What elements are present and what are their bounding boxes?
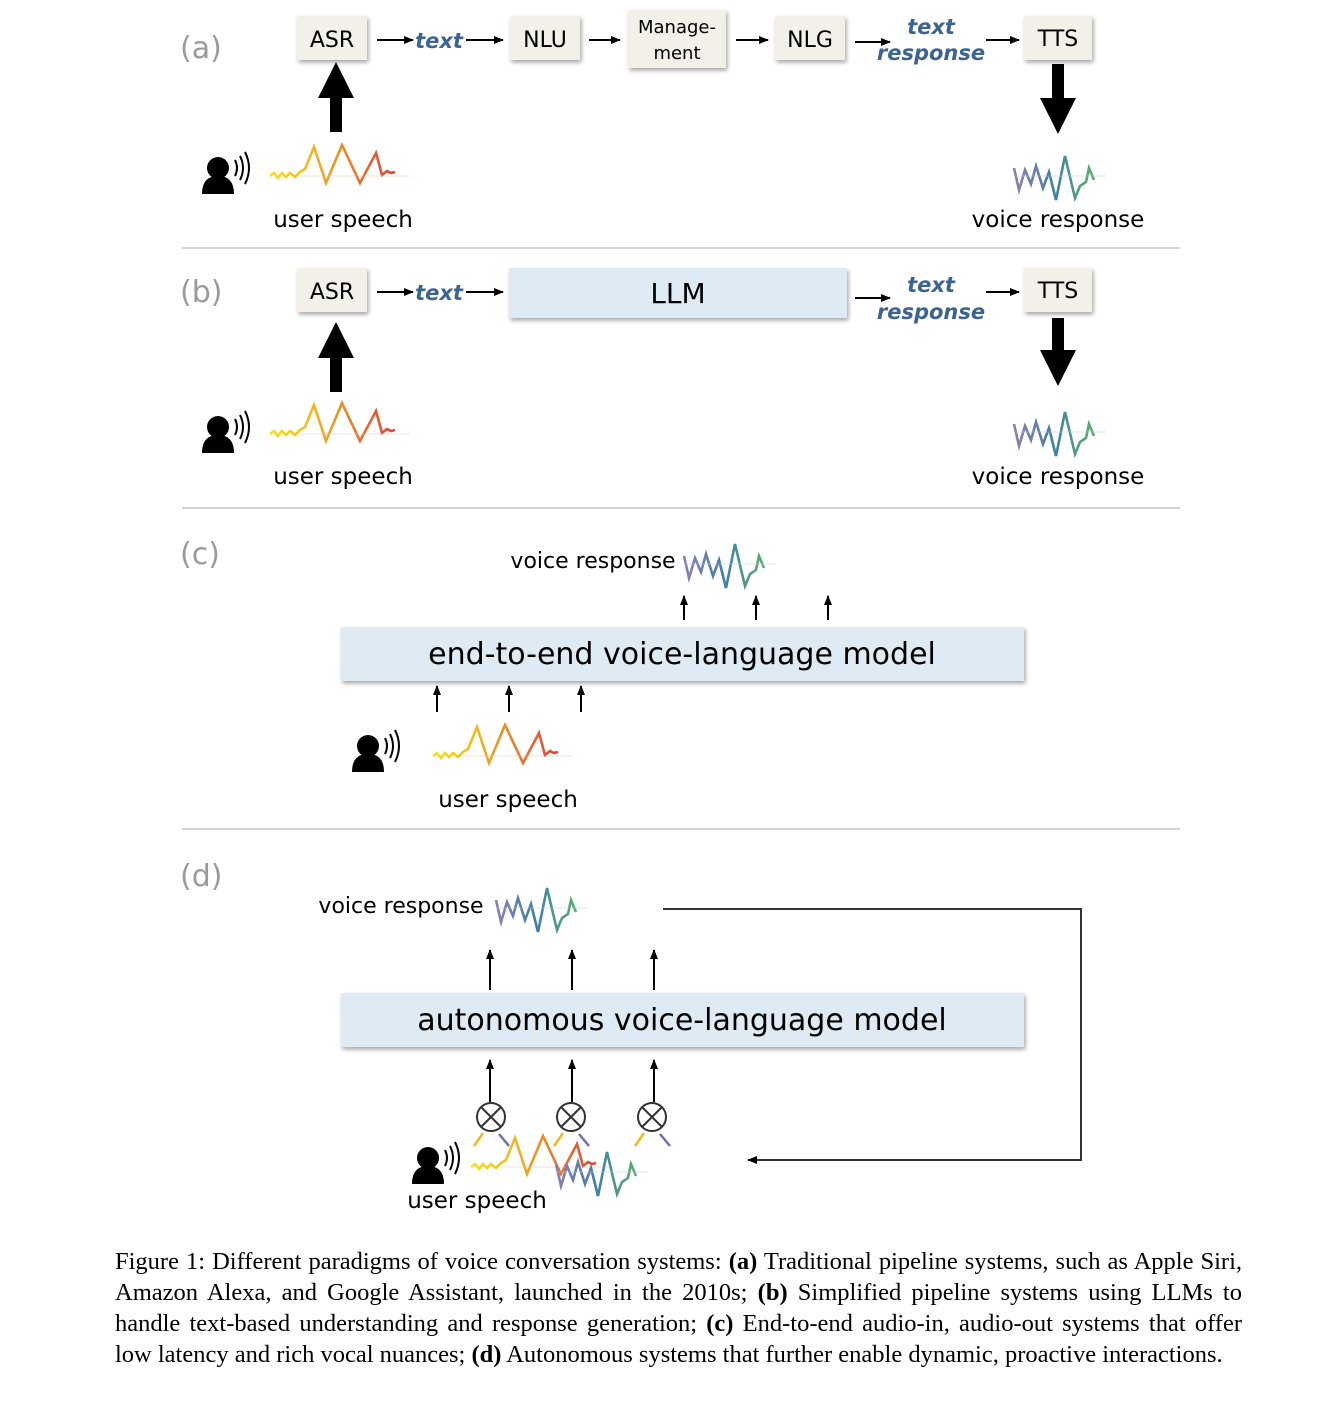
caption-tag-a: (a) — [728, 1248, 758, 1275]
voice-response-wave — [1012, 410, 1108, 458]
panel-c-label: (c) — [180, 537, 220, 572]
text-response-line2: response — [877, 300, 985, 324]
panel-b: (b) ASR text LLM text response TTS user … — [180, 268, 1144, 490]
caption-prefix: Figure 1: Different paradigms of voice c… — [115, 1248, 729, 1275]
user-speech-label: user speech — [273, 464, 413, 490]
big-up-arrow — [318, 62, 354, 132]
panel-d: (d) voice response autonomous voice-lang… — [180, 859, 1082, 1214]
text-label: text — [415, 29, 464, 53]
management-label-line1: Manage- — [638, 17, 716, 38]
big-up-arrow — [318, 322, 354, 392]
model-label: autonomous voice-language model — [417, 1003, 946, 1038]
voice-response-wave — [1012, 154, 1108, 202]
caption-text-a: Traditional pipeline systems, such as Ap… — [115, 1248, 1243, 1306]
nlg-label: NLG — [787, 28, 833, 53]
nlg-box — [775, 16, 845, 60]
management-box — [628, 10, 726, 68]
feedback-loop-arrow — [663, 908, 1082, 1164]
model-label: end-to-end voice-language model — [428, 637, 936, 672]
panel-c: (c) voice response end-to-end voice-lang… — [180, 537, 1024, 813]
user-icon — [201, 151, 250, 195]
caption-text-b: Simplified pipeline systems using LLMs t… — [115, 1279, 1242, 1337]
asr-label: ASR — [310, 28, 354, 53]
nlu-box — [510, 16, 580, 60]
user-icon — [201, 410, 250, 454]
model-box — [341, 993, 1024, 1047]
big-down-arrow — [1040, 64, 1076, 134]
panel-b-label: (b) — [180, 275, 222, 310]
user-speech-label: user speech — [407, 1188, 547, 1214]
mix-operator-icon — [556, 1102, 586, 1132]
user-icon — [411, 1141, 460, 1185]
user-icon — [351, 729, 400, 773]
user-speech-wave — [268, 401, 412, 443]
user-speech-wave — [268, 143, 412, 185]
mix-operator-icon — [637, 1102, 667, 1132]
figure-caption: Figure 1: Different paradigms of voice c… — [115, 1246, 1242, 1370]
llm-label: LLM — [650, 277, 705, 310]
user-speech-label: user speech — [273, 207, 413, 233]
tts-box — [1024, 268, 1092, 312]
user-speech-label: user speech — [438, 787, 578, 813]
text-response-line1: text — [907, 15, 956, 39]
tts-label: TTS — [1037, 27, 1078, 52]
voice-response-wave — [682, 542, 778, 590]
caption-tag-b: (b) — [757, 1279, 788, 1306]
caption-tag-d: (d) — [471, 1341, 502, 1368]
mix-operator-icon — [476, 1102, 506, 1132]
voice-response-label: voice response — [972, 207, 1145, 233]
nlu-label: NLU — [523, 28, 567, 53]
asr-box — [297, 268, 367, 312]
voice-response-label: voice response — [318, 894, 483, 919]
text-label: text — [415, 281, 464, 305]
text-response-line1: text — [907, 273, 956, 297]
model-box — [341, 627, 1024, 681]
caption-text-c: End-to-end audio-in, audio-out systems t… — [115, 1310, 1243, 1368]
voice-response-label: voice response — [972, 464, 1145, 490]
management-label-line2: ment — [653, 43, 700, 64]
llm-box — [509, 268, 847, 318]
voice-response-label: voice response — [510, 549, 675, 574]
caption-text-d: Autonomous systems that further enable d… — [501, 1341, 1223, 1368]
panel-a: (a) ASR text NLU Manage- ment NLG text r… — [180, 10, 1144, 233]
text-response-line2: response — [877, 41, 985, 65]
asr-box — [297, 16, 367, 60]
voice-paradigms-diagram: (a) ASR text NLU Manage- ment NLG text r… — [180, 10, 1180, 1214]
panel-a-label: (a) — [180, 31, 222, 66]
big-down-arrow — [1040, 318, 1076, 386]
voice-response-wave — [494, 886, 590, 934]
panel-d-label: (d) — [180, 859, 222, 894]
caption-tag-c: (c) — [706, 1310, 734, 1337]
tts-label: TTS — [1037, 279, 1078, 304]
asr-label: ASR — [310, 280, 354, 305]
tts-box — [1024, 16, 1092, 60]
user-speech-wave — [431, 723, 575, 765]
